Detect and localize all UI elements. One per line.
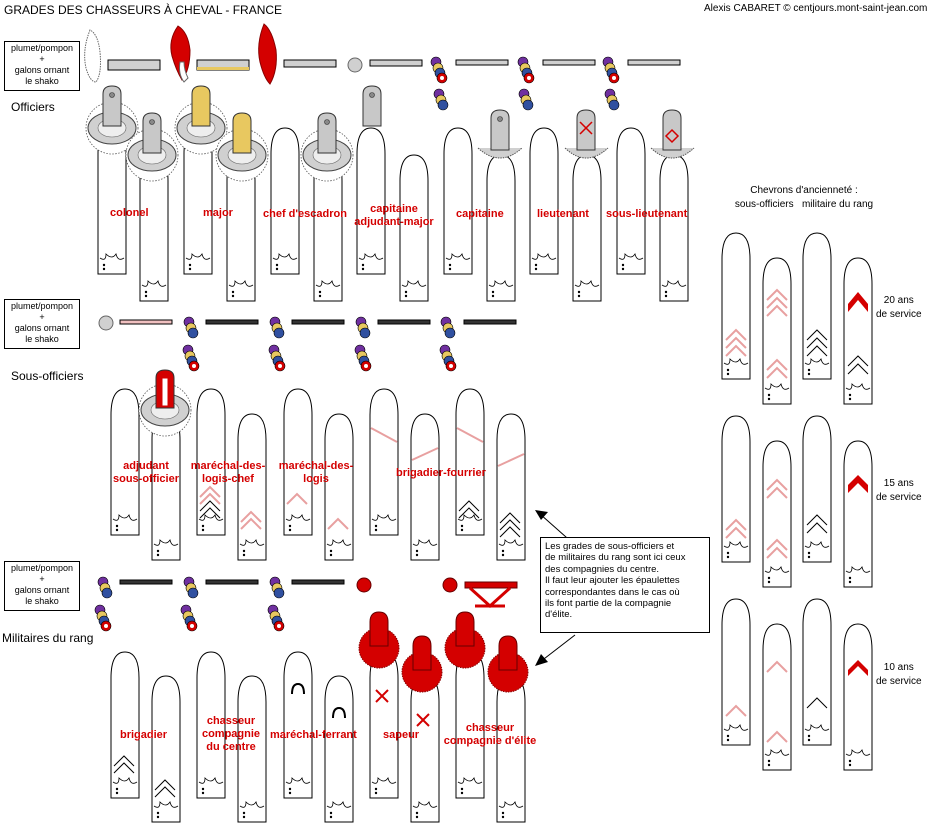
explanation-note: Les grades de sous-officiers et de milit… [540,537,710,633]
nco-sleeves [110,369,526,561]
note-line: des compagnies du centre. [545,563,660,575]
note-line: de militaires du rang sont ici ceux [545,552,686,564]
years-15: 15 ans de service [876,477,922,505]
legend-box-officers: plumet/pompon + galons ornant le shako [4,41,80,91]
grade-brigadier-fourrier: brigadier-fourrier [396,467,486,479]
section-officers: Officiers [11,100,55,114]
note-line: Il faut leur ajouter les épaulettes [545,575,680,587]
legend-line: + [39,54,45,64]
section-ranks: Militaires du rang [2,631,94,645]
years-line: de service [876,309,922,320]
rank-pompons [94,576,518,632]
page-title: GRADES DES CHASSEURS À CHEVAL - FRANCE [4,3,283,17]
note-line: d'élite. [545,609,573,621]
grade-major: major [203,207,233,219]
chevrons-header-line: sous-officiers militaire du rang [734,199,874,210]
legend-line: le shako [25,334,59,344]
legend-line: galons ornant [14,585,70,595]
grade-line: chasseur [465,722,515,734]
grade-adjudant: adjudant sous-officier [108,460,184,486]
note-line: Les grades de sous-officiers et [545,541,675,552]
legend-line: plumet/pompon [10,301,74,311]
legend-box-ranks: plumet/pompon + galons ornant le shako [4,561,80,611]
grade-line: du centre [206,741,256,753]
legend-line: plumet/pompon [10,43,74,53]
grade-chef-escadron: chef d'escadron [263,208,347,220]
grade-brigadier: brigadier [120,729,168,741]
officer-epaulettes [85,85,695,182]
officer-plumets [84,23,681,111]
legend-line: + [39,574,45,584]
chevrons-header: Chevrons d'ancienneté : sous-officiers m… [714,184,894,212]
grade-line: adjudant [123,460,169,472]
years-line: 15 ans [883,478,914,489]
grade-line: maréchal-des- [190,460,266,472]
legend-line: galons ornant [14,323,70,333]
grade-line: adjudant-major [354,216,434,228]
years-20: 20 ans de service [876,294,922,322]
legend-line: + [39,312,45,322]
grade-mdl: maréchal-des- logis [276,460,356,486]
grade-lieutenant: lieutenant [537,208,589,220]
legend-line: le shako [25,596,59,606]
grade-chasseur-centre: chasseur compagnie du centre [196,715,266,754]
years-10: 10 ans de service [876,661,922,689]
section-nco: Sous-officiers [11,369,84,383]
years-line: de service [876,492,922,503]
years-line: de service [876,676,922,687]
grade-capitaine-adjudant: capitaine adjudant-major [352,203,436,229]
grade-sous-lieutenant: sous-lieutenant [606,208,688,220]
grade-line: sous-officier [112,473,179,485]
grade-chasseur-elite: chasseur compagnie d'élite [438,722,542,748]
legend-box-nco: plumet/pompon + galons ornant le shako [4,299,80,349]
note-line: ils font partie de la compagnie [545,598,672,610]
note-line: correspondantes dans le cas où [545,586,680,598]
chevrons-header-line: Chevrons d'ancienneté : [750,185,858,196]
grade-capitaine: capitaine [456,208,504,220]
years-line: 20 ans [883,295,914,306]
years-line: 10 ans [883,662,914,673]
legend-line: galons ornant [14,65,70,75]
grade-sapeur: sapeur [383,729,420,741]
seniority-sleeves [721,232,873,771]
nco-pompons [98,315,517,372]
legend-line: plumet/pompon [10,563,74,573]
grade-colonel: colonel [110,207,149,219]
grade-line: maréchal-des- [278,460,354,472]
grade-line: capitaine [370,203,418,215]
grade-line: chasseur [206,715,256,727]
legend-line: le shako [25,76,59,86]
grade-line: logis-chef [202,473,254,485]
grade-mdl-chef: maréchal-des- logis-chef [188,460,268,486]
grade-marechal-ferrant: maréchal-ferrant [270,729,357,741]
credit-line: Alexis CABARET © centjours.mont-saint-je… [704,3,928,14]
grade-line: compagnie [201,728,261,740]
grade-line: compagnie d'élite [443,735,537,747]
rank-sleeves [110,611,529,823]
grade-line: logis [303,473,329,485]
